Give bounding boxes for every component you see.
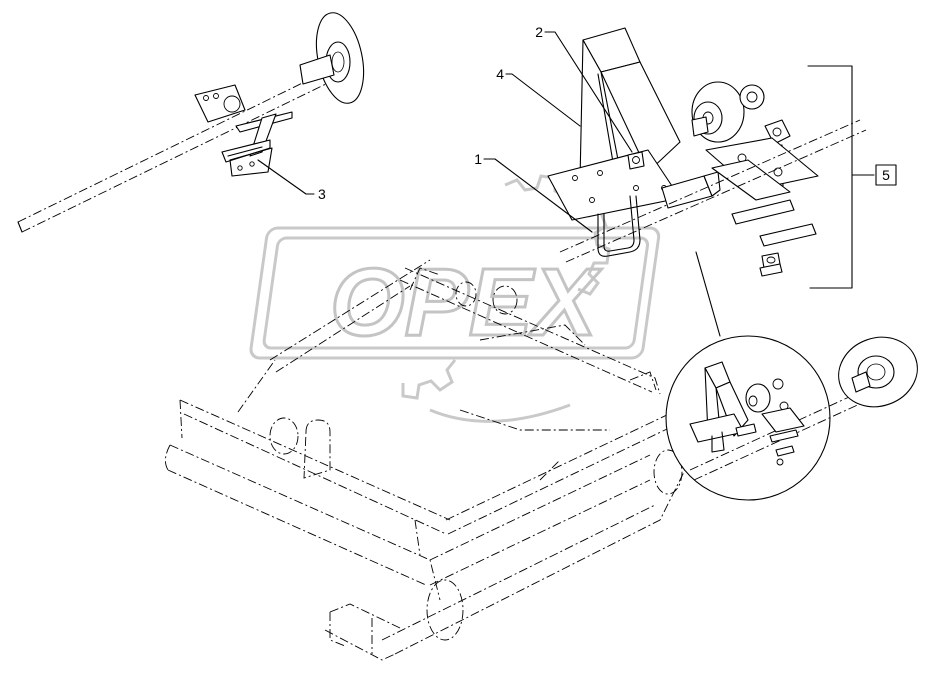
left-shaft-assembly	[17, 12, 365, 233]
detail-view	[665, 335, 865, 501]
callout-3: 3	[318, 186, 326, 202]
machine-frame	[165, 259, 691, 661]
u-bolt-part-1	[597, 195, 641, 257]
watermark-logo: OPEX	[249, 174, 661, 423]
callout-2: 2	[535, 24, 543, 40]
right-disc	[838, 336, 918, 408]
group-5-bracket: 5	[807, 65, 897, 289]
watermark-text: OPEX	[330, 249, 602, 356]
small-bracket-part-3	[221, 111, 293, 177]
callout-5: 5	[882, 167, 890, 183]
bearing-group-part-5	[661, 81, 819, 277]
callouts: 4 2 1 3	[257, 24, 633, 233]
main-bracket-part-4	[547, 27, 681, 221]
callout-4: 4	[496, 66, 504, 82]
detail-leader	[695, 251, 721, 337]
right-shaft	[559, 119, 861, 253]
right-shaft-edge	[565, 129, 867, 263]
callout-1: 1	[474, 151, 482, 167]
